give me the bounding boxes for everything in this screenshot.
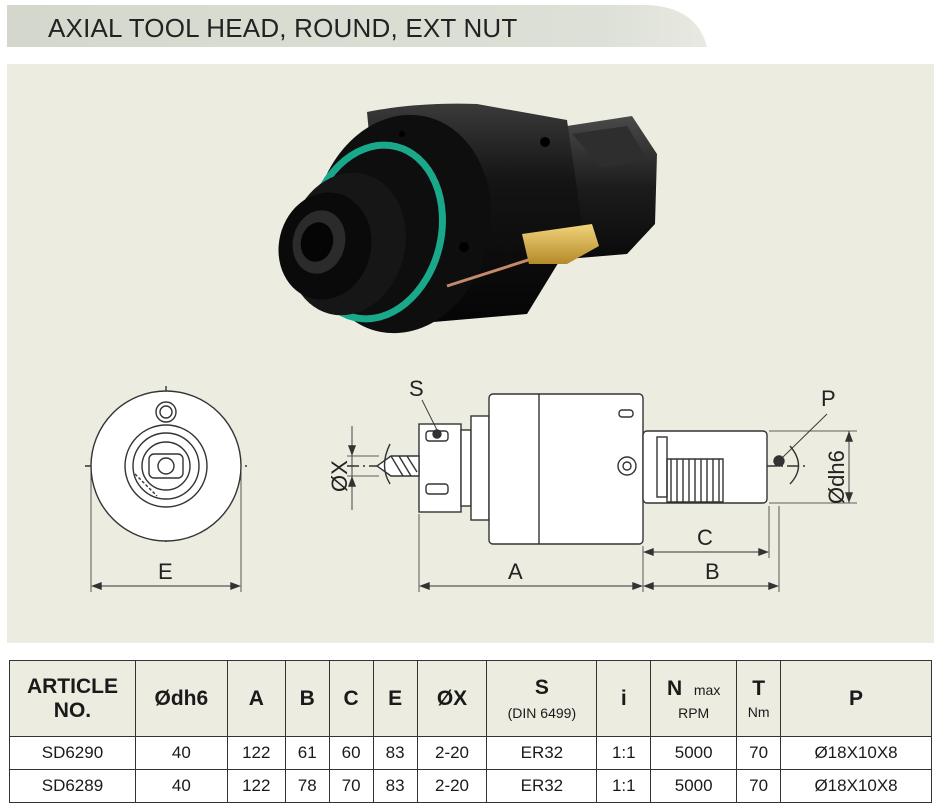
side-view [347,393,857,592]
spec-table: ARTICLE NO. Ødh6 A B C E ØX S (DIN 6499)… [9,660,932,803]
front-view [85,386,247,592]
page-title: AXIAL TOOL HEAD, ROUND, EXT NUT [48,13,518,43]
cell-e: 83 [372,736,418,770]
table-row: SD6290 40 122 61 60 83 2-20 ER32 1:1 500… [9,736,932,770]
title-banner: AXIAL TOOL HEAD, ROUND, EXT NUT [7,5,707,47]
cell-b: 61 [284,736,330,770]
label-x: ØX [327,460,352,492]
cell-t: 70 [736,736,782,770]
col-p: P [780,660,932,737]
col-b: B [284,660,330,737]
cell-p: Ø18X10X8 [780,769,932,803]
title-banner-shape [7,5,707,47]
col-x: ØX [416,660,488,737]
cell-x: 2-20 [416,736,488,770]
col-e: E [372,660,418,737]
cell-a: 122 [226,769,286,803]
cell-t: 70 [736,769,782,803]
col-c: C [328,660,374,737]
product-rendering [278,103,657,334]
table-header-row: ARTICLE NO. Ødh6 A B C E ØX S (DIN 6499)… [9,660,932,737]
cell-dh6: 40 [134,769,228,803]
cell-a: 122 [226,736,286,770]
cell-b: 78 [284,769,330,803]
col-dh6: Ødh6 [134,660,228,737]
cell-s: ER32 [486,736,598,770]
cell-n: 5000 [650,736,738,770]
cell-i: 1:1 [596,769,652,803]
col-i: i [596,660,652,737]
cell-c: 70 [328,769,374,803]
col-n: N max RPM [650,660,738,737]
label-a: A [508,559,523,584]
cell-c: 60 [328,736,374,770]
cell-i: 1:1 [596,736,652,770]
cell-n: 5000 [650,769,738,803]
label-s: S [409,376,424,401]
label-e: E [158,559,173,584]
label-dh6: Ødh6 [824,450,849,504]
cell-dh6: 40 [134,736,228,770]
cell-x: 2-20 [416,769,488,803]
col-article: ARTICLE NO. [9,660,136,737]
label-c: C [697,525,713,550]
col-a: A [226,660,286,737]
col-s: S (DIN 6499) [486,660,598,737]
cell-e: 83 [372,769,418,803]
technical-drawing [85,103,857,592]
cell-article: SD6289 [9,769,136,803]
col-t: T Nm [736,660,782,737]
cell-article: SD6290 [9,736,136,770]
figure-panel: S P ØX Ødh6 E A B C [7,64,934,643]
cell-p: Ø18X10X8 [780,736,932,770]
label-p: P [821,386,836,411]
table-row: SD6289 40 122 78 70 83 2-20 ER32 1:1 500… [9,769,932,803]
label-b: B [705,559,720,584]
cell-s: ER32 [486,769,598,803]
